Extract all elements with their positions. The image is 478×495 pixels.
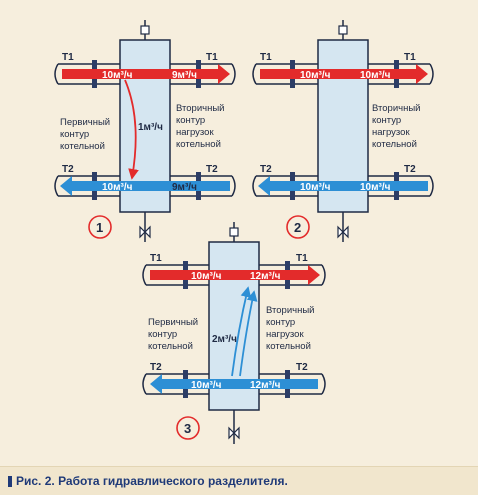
t2-label: T2 bbox=[150, 362, 162, 373]
bypass-flow-label: 1м³/ч bbox=[138, 122, 163, 133]
diagram-number-badge bbox=[176, 416, 200, 440]
flow-label: 12м³/ч bbox=[250, 271, 281, 282]
pipe-end-right bbox=[321, 373, 326, 395]
pipe-end-right bbox=[321, 264, 326, 286]
t2-label: T2 bbox=[296, 362, 308, 373]
diagram-number-badge bbox=[286, 215, 310, 239]
t2-label: T2 bbox=[404, 164, 416, 175]
t2-label: T2 bbox=[62, 164, 74, 175]
hydraulic-separator-diagram: 10м³/ч 9м³/ч 10м³/ч 9м³/ч 1м³/ч T1 T1 T2… bbox=[54, 20, 434, 444]
secondary-circuit-label: Вторичный контур нагрузок котельной bbox=[266, 305, 317, 352]
diagram-number-badge bbox=[88, 215, 112, 239]
secondary-circuit-label: Вторичный контур нагрузок котельной bbox=[176, 103, 227, 150]
flow-label: 10м³/ч bbox=[191, 380, 222, 391]
cold-flow-arrow bbox=[258, 176, 428, 196]
t2-label: T2 bbox=[206, 164, 218, 175]
air-vent-cap bbox=[338, 25, 348, 35]
separator-diagram-3: 10м³/ч 12м³/ч 10м³/ч 12м³/ч 2м³/ч T1 T1 … bbox=[142, 222, 326, 444]
pipe-end-left bbox=[252, 175, 257, 197]
t1-label: T1 bbox=[62, 52, 74, 63]
bypass-flow-arrow bbox=[239, 290, 258, 377]
flow-label: 10м³/ч bbox=[300, 70, 331, 81]
primary-circuit-label: Первичный контур котельной bbox=[60, 117, 113, 152]
diagram-number: 1 bbox=[96, 220, 103, 235]
air-vent-cap bbox=[140, 25, 150, 35]
cold-pipe bbox=[146, 373, 322, 395]
drain-valve-icon bbox=[228, 426, 240, 440]
bypass-flow-arrow bbox=[231, 286, 252, 377]
separator-diagram-2: 10м³/ч 10м³/ч 10м³/ч 10м³/ч T1 T1 T2 T2 … bbox=[252, 20, 434, 242]
pipe-end-right bbox=[231, 175, 236, 197]
t1-label: T1 bbox=[404, 52, 416, 63]
t1-label: T1 bbox=[296, 253, 308, 264]
t1-label: T1 bbox=[206, 52, 218, 63]
bypass-flow-arrow bbox=[124, 79, 139, 180]
cold-flow-arrow bbox=[60, 176, 230, 196]
caption-marker-icon bbox=[8, 475, 12, 487]
pipe-end-left bbox=[252, 63, 257, 85]
bypass-flow-label: 2м³/ч bbox=[212, 334, 237, 345]
flow-label: 10м³/ч bbox=[191, 271, 222, 282]
t2-label: T2 bbox=[260, 164, 272, 175]
air-vent-cap bbox=[229, 227, 239, 237]
flow-label: 10м³/ч bbox=[300, 182, 331, 193]
hot-flow-arrow bbox=[260, 64, 428, 84]
diagram-number: 2 bbox=[294, 220, 301, 235]
hot-flow-arrow bbox=[150, 265, 320, 285]
secondary-circuit-label: Вторичный контур нагрузок котельной bbox=[372, 103, 423, 150]
hot-flow-arrow bbox=[62, 64, 230, 84]
t1-label: T1 bbox=[150, 253, 162, 264]
flow-label: 10м³/ч bbox=[360, 70, 391, 81]
diagram-number: 3 bbox=[184, 421, 191, 436]
primary-circuit-label: Первичный контур котельной bbox=[148, 317, 201, 352]
flow-label: 10м³/ч bbox=[102, 70, 133, 81]
flow-label: 9м³/ч bbox=[172, 70, 197, 81]
flow-label: 10м³/ч bbox=[360, 182, 391, 193]
pipe-end-right bbox=[231, 63, 236, 85]
pipe-end-right bbox=[429, 63, 434, 85]
drain-valve-icon bbox=[139, 225, 151, 239]
t1-label: T1 bbox=[260, 52, 272, 63]
cold-flow-arrow bbox=[150, 374, 318, 394]
pipe-end-left bbox=[142, 373, 147, 395]
drain-valve-icon bbox=[337, 225, 349, 239]
pipe-end-left bbox=[54, 175, 59, 197]
flow-label: 12м³/ч bbox=[250, 380, 281, 391]
pipe-end-right bbox=[429, 175, 434, 197]
pipe-end-left bbox=[54, 63, 59, 85]
flow-label: 10м³/ч bbox=[102, 182, 133, 193]
pipe-end-left bbox=[142, 264, 147, 286]
hot-pipe bbox=[146, 264, 322, 286]
figure-caption-bar: Рис. 2. Работа гидравлического разделите… bbox=[0, 466, 478, 495]
figure-caption: Рис. 2. Работа гидравлического разделите… bbox=[16, 474, 288, 488]
separator-diagram-1: 10м³/ч 9м³/ч 10м³/ч 9м³/ч 1м³/ч T1 T1 T2… bbox=[54, 20, 236, 242]
flow-label: 9м³/ч bbox=[172, 182, 197, 193]
